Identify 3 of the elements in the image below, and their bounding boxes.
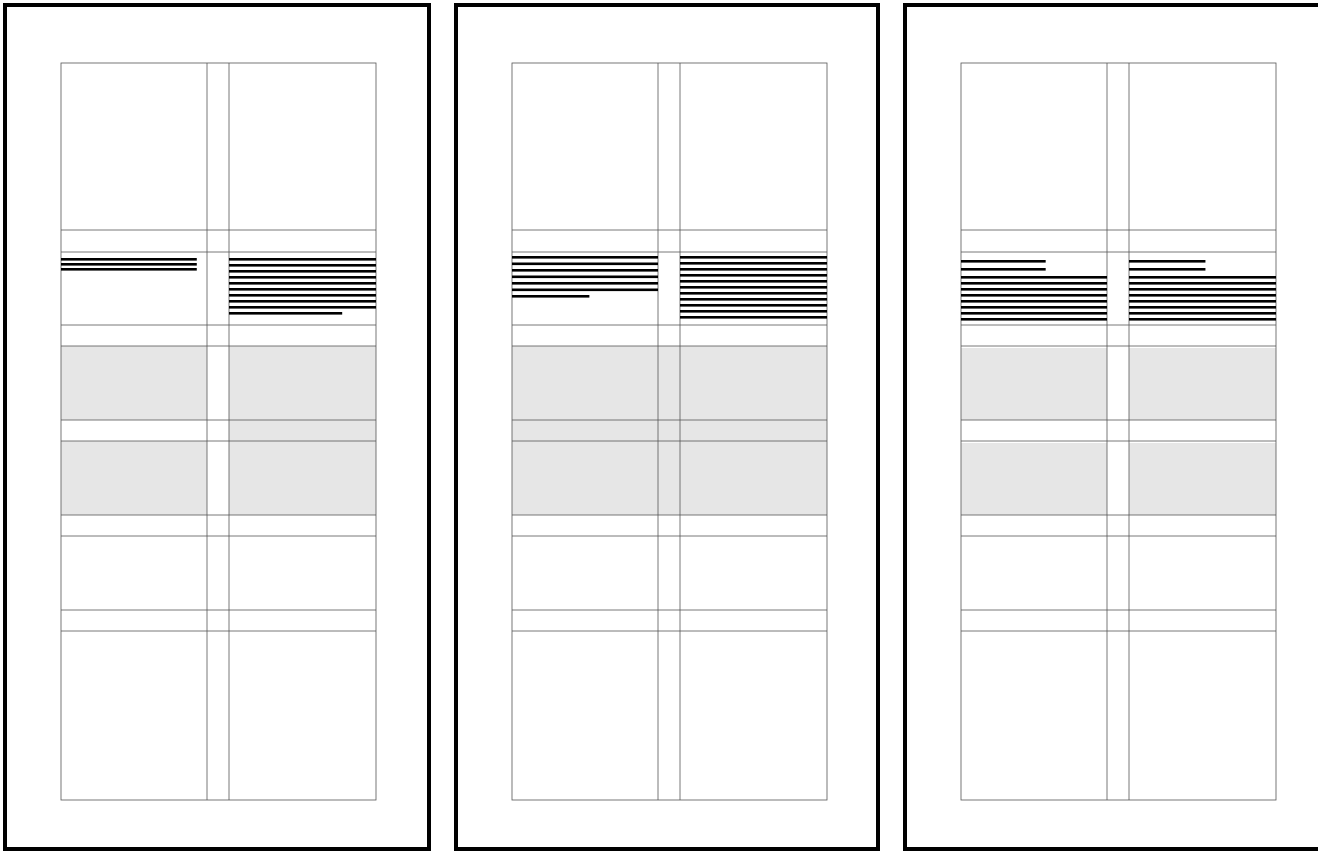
page-frame <box>454 3 880 851</box>
page-frame <box>903 3 1318 851</box>
page-frame <box>3 3 431 851</box>
